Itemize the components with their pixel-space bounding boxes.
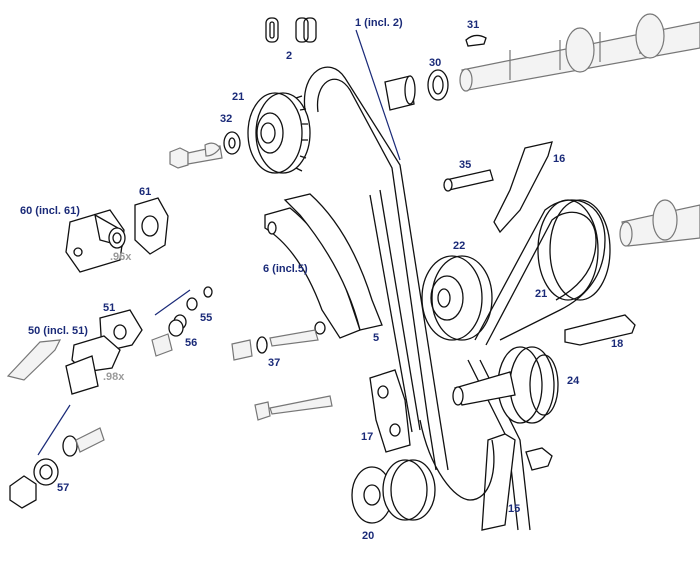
label-part-15: 15 [508, 503, 521, 515]
label-part-16: 16 [553, 153, 566, 165]
part-16-guide-rail [493, 141, 553, 234]
part-22-idler-sprocket [421, 255, 493, 341]
label-part-24: 24 [567, 375, 580, 387]
part-35-bolt [443, 169, 494, 192]
camshaft-lower [619, 199, 700, 247]
label-part-31: 31 [467, 19, 480, 31]
part-24-crank-sprocket [452, 346, 559, 424]
lower-chain-segment [419, 419, 495, 501]
label-part-50: 50 (incl. 51) [28, 325, 88, 337]
camshaft-upper [459, 13, 700, 92]
part-18-guide [564, 314, 636, 346]
label-part-51: 51 [103, 302, 116, 314]
part-20-double-sprocket [351, 459, 436, 524]
label-part-22: 22 [453, 240, 466, 252]
part-6-chain-guide [264, 193, 383, 339]
part-37-washer-bolt [231, 329, 319, 361]
label-part-32: 32 [220, 113, 233, 125]
label-part-18: 18 [611, 338, 624, 350]
label-part-57: 57 [57, 482, 70, 494]
label-part-61: 61 [139, 186, 152, 198]
label-part-21-upper: 21 [232, 91, 245, 103]
part-2-chain-links [265, 17, 317, 43]
label-part-20: 20 [362, 530, 375, 542]
label-part-21-lower: 21 [535, 288, 548, 300]
part-50-51-tensioner-assembly [6, 309, 143, 395]
part-57-seal-bolt [9, 427, 105, 509]
part-31-woodruff-key [465, 34, 487, 47]
label-part-30: 30 [429, 57, 442, 69]
label-part-60: 60 (incl. 61) [20, 205, 80, 217]
label-part-37: 37 [268, 357, 281, 369]
label-part-17: 17 [361, 431, 374, 443]
leader-lines [37, 29, 401, 456]
label-part-2: 2 [286, 50, 293, 62]
part-32-washer-bolt [169, 131, 241, 169]
label-part-56: 56 [185, 337, 198, 349]
part-15-chain-rail [481, 433, 553, 531]
part-1-timing-chain [303, 66, 449, 471]
label-part-6: 6 (incl.5) [263, 263, 308, 275]
part-55-56-small-parts [151, 286, 213, 357]
part-30-seal [384, 69, 449, 111]
label-part-1: 1 (incl. 2) [355, 17, 403, 29]
label-part-5: 5 [373, 332, 380, 344]
part-21-sprocket-right [537, 199, 611, 301]
part-60-tensioner [65, 209, 126, 273]
part-61-gasket [134, 197, 169, 255]
label-part-55: 55 [200, 312, 213, 324]
part-17-tensioner-housing [254, 369, 411, 453]
label-98x: .98x [103, 371, 125, 383]
label-96x: .96x [110, 251, 132, 263]
part-21-sprocket-left [247, 92, 311, 174]
label-part-35: 35 [459, 159, 472, 171]
